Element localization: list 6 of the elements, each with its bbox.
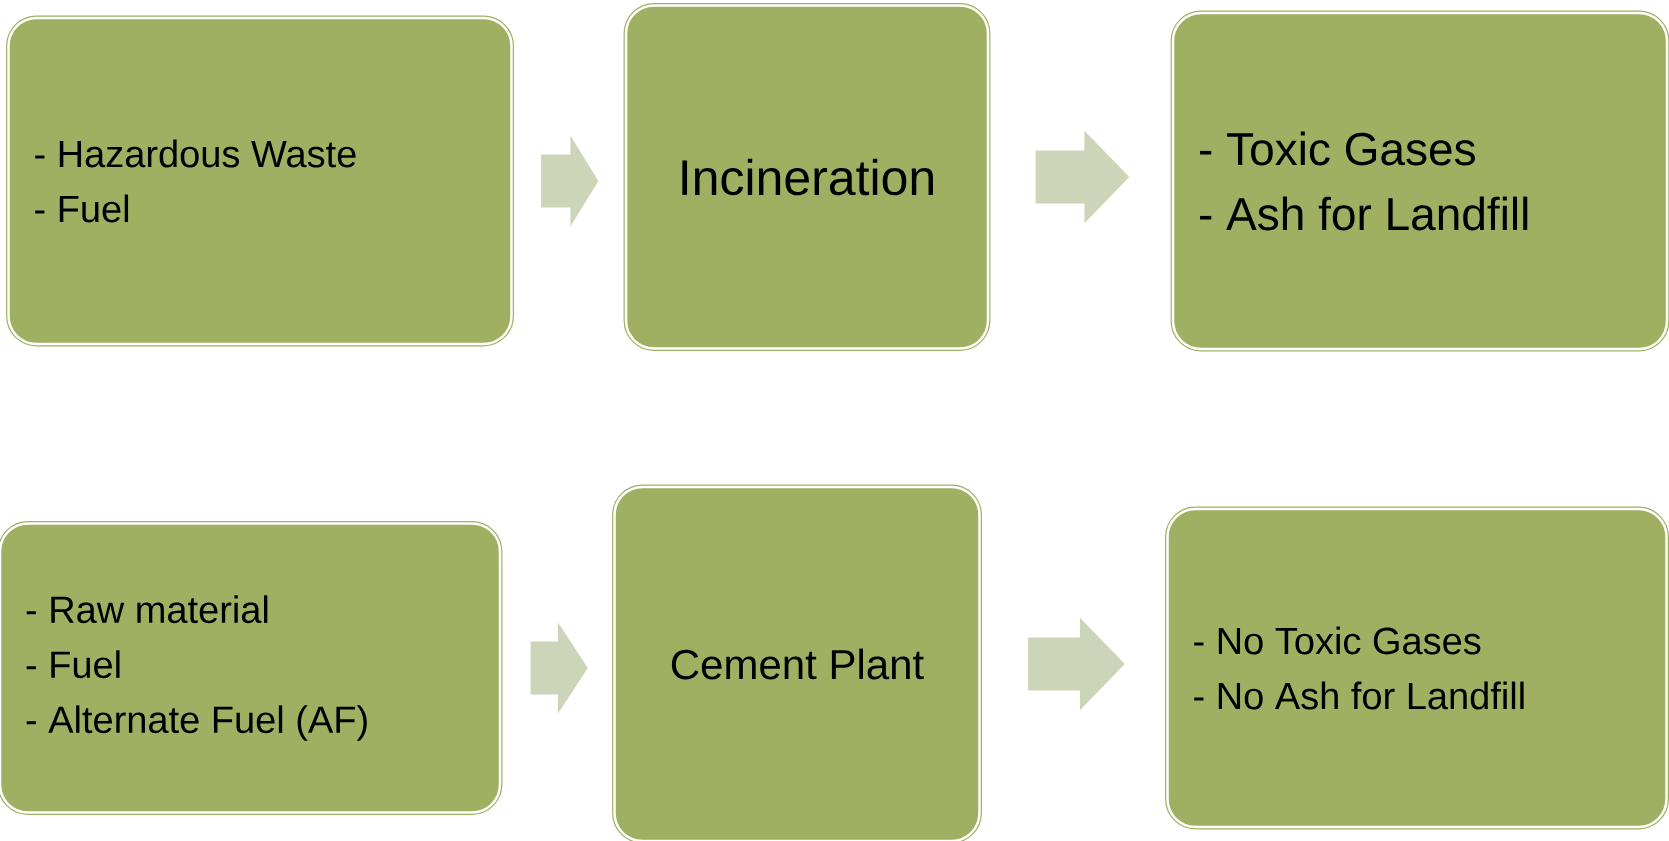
process-box: Incineration [623,3,991,351]
process-box: - Raw material - Fuel - Alternate Fuel (AF) [0,521,503,815]
process-box: Cement Plant [612,484,982,841]
process-box: - Toxic Gases - Ash for Landfill [1170,10,1669,352]
process-box: - Hazardous Waste - Fuel [6,15,514,347]
process-box: - No Toxic Gases - No Ash for Landfill [1165,506,1669,830]
